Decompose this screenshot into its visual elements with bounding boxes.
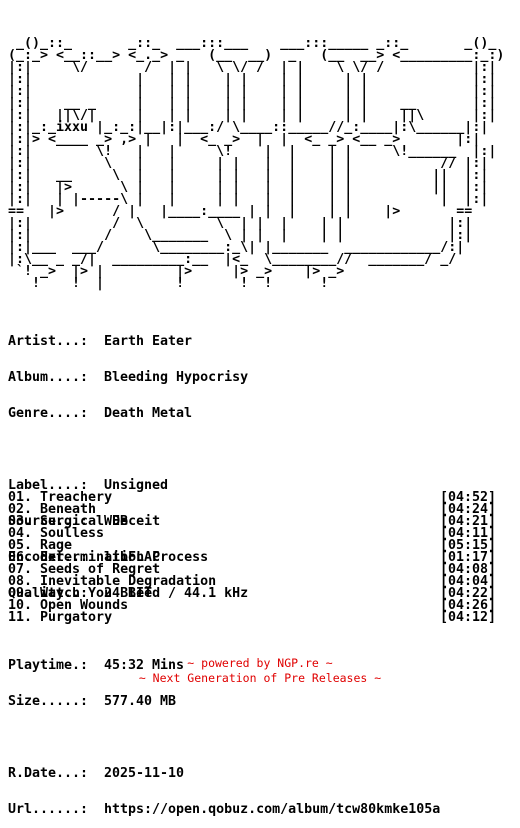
source-value: WEB <box>104 514 129 529</box>
track-duration: [01:17] <box>439 550 496 565</box>
track-duration: [04:24] <box>439 502 496 517</box>
spacer <box>8 624 440 636</box>
ascii-logo: _()_::_ _::_ ___:::___ ___:::_____ _::_ … <box>8 14 512 302</box>
size-key: Size.....: <box>8 694 89 709</box>
ascii-logo-art: _()_::_ _::_ ___:::___ ___:::_____ _::_ … <box>8 36 505 291</box>
track-duration: [04:52] <box>439 490 496 505</box>
album-value: Bleeding Hypocrisy <box>104 370 249 385</box>
url-value[interactable]: https://open.qobuz.com/album/tcw80kmke10… <box>104 802 441 817</box>
track-title: 03. Surgical Deceit <box>8 514 161 529</box>
track-title: 05. Rage <box>8 538 73 553</box>
track-duration: [04:08] <box>439 562 496 577</box>
track-title: 06. Extermination Process <box>8 550 209 565</box>
track-duration: [04:12] <box>439 610 496 625</box>
track-row: 02. Beneath [04:24] <box>8 502 496 517</box>
artist-row: Artist...: Earth Eater <box>8 334 440 349</box>
rdate-key: R.Date...: <box>8 766 89 781</box>
track-row: 11. Purgatory [04:12] <box>8 610 496 625</box>
playtime-key: Playtime.: <box>8 658 89 673</box>
album-row: Album....: Bleeding Hypocrisy <box>8 370 440 385</box>
encoder-key: Encoder..: <box>8 550 89 565</box>
track-row: 07. Seeds of Regret [04:08] <box>8 562 496 577</box>
track-duration: [04:21] <box>439 514 496 529</box>
quality-row: Quality..: 24 BIT / 44.1 kHz <box>8 586 440 601</box>
playtime-value: 45:32 Mins <box>104 658 185 673</box>
track-row: 05. Rage [05:15] <box>8 538 496 553</box>
playtime-row: Playtime.: 45:32 Mins <box>8 658 440 673</box>
genre-key: Genre....: <box>8 406 89 421</box>
track-row: 08. Inevitable Degradation [04:04] <box>8 574 496 589</box>
label-value: Unsigned <box>104 478 169 493</box>
track-title: 01. Treachery <box>8 490 113 505</box>
rdate-value: 2025-11-10 <box>104 766 185 781</box>
artist-key: Artist...: <box>8 334 89 349</box>
url-row: Url......: https://open.qobuz.com/album/t… <box>8 802 441 817</box>
size-value: 577.40 MB <box>104 694 177 709</box>
track-title: 11. Purgatory <box>8 610 113 625</box>
rdate-row: R.Date...: 2025-11-10 <box>8 766 440 781</box>
label-row: Label....: Unsigned <box>8 478 440 493</box>
genre-value: Death Metal <box>104 406 193 421</box>
encoder-row: Encoder..: libFLAC <box>8 550 440 565</box>
track-duration: [04:04] <box>439 574 496 589</box>
track-duration: [04:26] <box>439 598 496 613</box>
footer-powered-by: ~ powered by NGP.re ~ <box>187 656 333 670</box>
url-key: Url......: <box>8 802 89 817</box>
source-key: Source...: <box>8 514 89 529</box>
track-duration: [04:11] <box>439 526 496 541</box>
artist-value: Earth Eater <box>104 334 193 349</box>
track-row: 04. Soulless [04:11] <box>8 526 496 541</box>
spacer <box>8 444 440 456</box>
track-title: 10. Open Wounds <box>8 598 129 613</box>
track-title: 02. Beneath <box>8 502 97 517</box>
encoder-value: libFLAC <box>104 550 161 565</box>
track-row: 09. Watch You Bleed [04:22] <box>8 586 496 601</box>
quality-value: 24 BIT / 44.1 kHz <box>104 586 249 601</box>
footer-tagline: ~ Next Generation of Pre Releases ~ <box>138 671 382 685</box>
size-row: Size.....: 577.40 MB <box>8 694 440 709</box>
track-title: 08. Inevitable Degradation <box>8 574 217 589</box>
album-key: Album....: <box>8 370 89 385</box>
track-duration: [04:22] <box>439 586 496 601</box>
spacer <box>8 732 440 744</box>
track-row: 06. Extermination Process [01:17] <box>8 550 496 565</box>
track-title: 09. Watch You Bleed <box>8 586 161 601</box>
source-row: Source...: WEB <box>8 514 440 529</box>
track-row: 01. Treachery [04:52] <box>8 490 496 505</box>
track-row: 10. Open Wounds [04:26] <box>8 598 496 613</box>
label-key: Label....: <box>8 478 89 493</box>
track-duration: [05:15] <box>439 538 496 553</box>
genre-row: Genre....: Death Metal <box>8 406 440 421</box>
tracklist: 01. Treachery[04:52]02. Beneath[04:24]03… <box>8 490 496 625</box>
quality-key: Quality..: <box>8 586 89 601</box>
track-title: 04. Soulless <box>8 526 105 541</box>
track-row: 03. Surgical Deceit [04:21] <box>8 514 496 529</box>
track-title: 07. Seeds of Regret <box>8 562 161 577</box>
